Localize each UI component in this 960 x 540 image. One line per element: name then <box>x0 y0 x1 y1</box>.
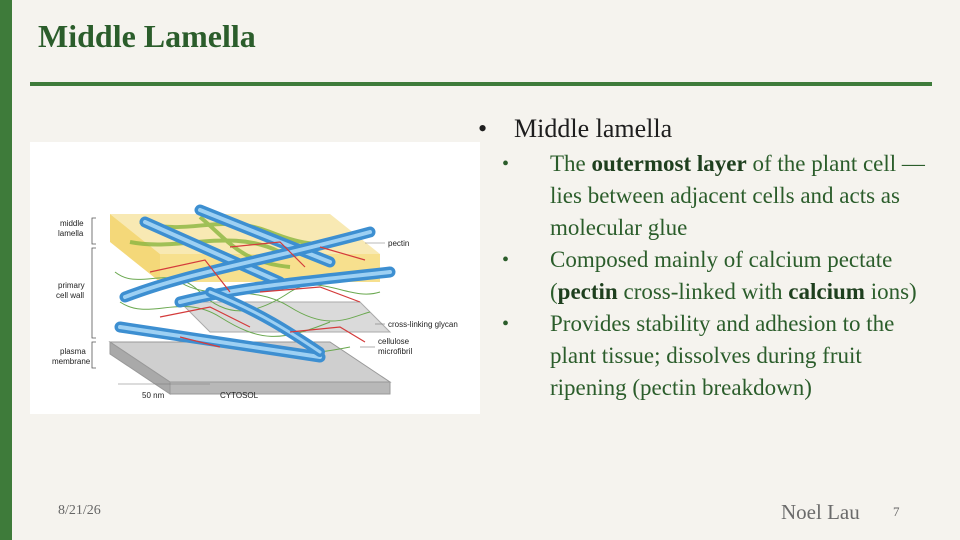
label-scale: 50 nm <box>142 391 165 400</box>
label-middle-lamella-1: middle <box>60 219 84 228</box>
plasma-membrane-front <box>169 381 391 395</box>
title-underline <box>30 82 932 86</box>
footer-page-number: 7 <box>893 504 900 519</box>
bullet-text: of the plant cell — lies between adjacen… <box>550 151 925 240</box>
sub-bullet-list: • The outermost layer of the plant cell —… <box>478 148 938 404</box>
bold-term: outermost layer <box>591 151 747 176</box>
label-cellulose-2: microfibril <box>378 347 412 356</box>
label-primary-wall-1: primary <box>58 281 85 290</box>
bold-term: pectin <box>557 279 618 304</box>
bullet-dot: • <box>502 153 510 175</box>
label-pectin: pectin <box>388 239 409 248</box>
label-primary-wall-2: cell wall <box>56 291 84 300</box>
left-accent-bar <box>0 0 12 540</box>
main-bullet: • Middle lamella <box>478 112 938 146</box>
bullet-content: • Middle lamella • The outermost layer of… <box>478 112 938 404</box>
label-cytosol: CYTOSOL <box>220 391 259 400</box>
label-glycan: cross-linking glycan <box>388 320 458 329</box>
bullet-text: The <box>550 151 592 176</box>
cellulose-microfibrils <box>114 204 396 363</box>
label-middle-lamella-2: lamella <box>58 229 84 238</box>
middle-lamella-side <box>110 214 160 282</box>
bullet-text: Composed mainly of calcium pectate ( <box>550 247 893 304</box>
label-cellulose-1: cellulose <box>378 337 410 346</box>
sub-bullet: • The outermost layer of the plant cell —… <box>478 148 938 244</box>
label-leader-lines <box>118 242 385 385</box>
label-plasma-2: membrane <box>52 357 91 366</box>
cell-wall-diagram: middle lamella primary cell wall plasma … <box>30 142 480 414</box>
bullet-text: cross-linked with <box>617 279 789 304</box>
main-bullet-text: Middle lamella <box>514 114 673 143</box>
sub-bullet: • Provides stability and adhesion to the … <box>478 308 938 404</box>
bold-term: calcium <box>788 279 865 304</box>
layer-brackets <box>91 217 96 369</box>
footer-author: Noel Lau <box>781 500 860 524</box>
sub-bullet: • Composed mainly of calcium pectate (pec… <box>478 244 938 308</box>
bullet-text: Provides stability and adhesion to the p… <box>550 311 895 400</box>
bullet-dot: • <box>502 249 510 271</box>
slide-title: Middle Lamella <box>38 18 256 54</box>
cell-wall-svg: middle lamella primary cell wall plasma … <box>52 204 458 400</box>
bullet-dot: • <box>502 313 510 335</box>
bullet-text: ions) <box>864 279 917 304</box>
bullet-dot: • <box>478 114 488 143</box>
label-plasma-1: plasma <box>60 347 86 356</box>
cross-linking-glycans <box>149 241 366 348</box>
footer-date: 8/21/26 <box>58 503 101 518</box>
